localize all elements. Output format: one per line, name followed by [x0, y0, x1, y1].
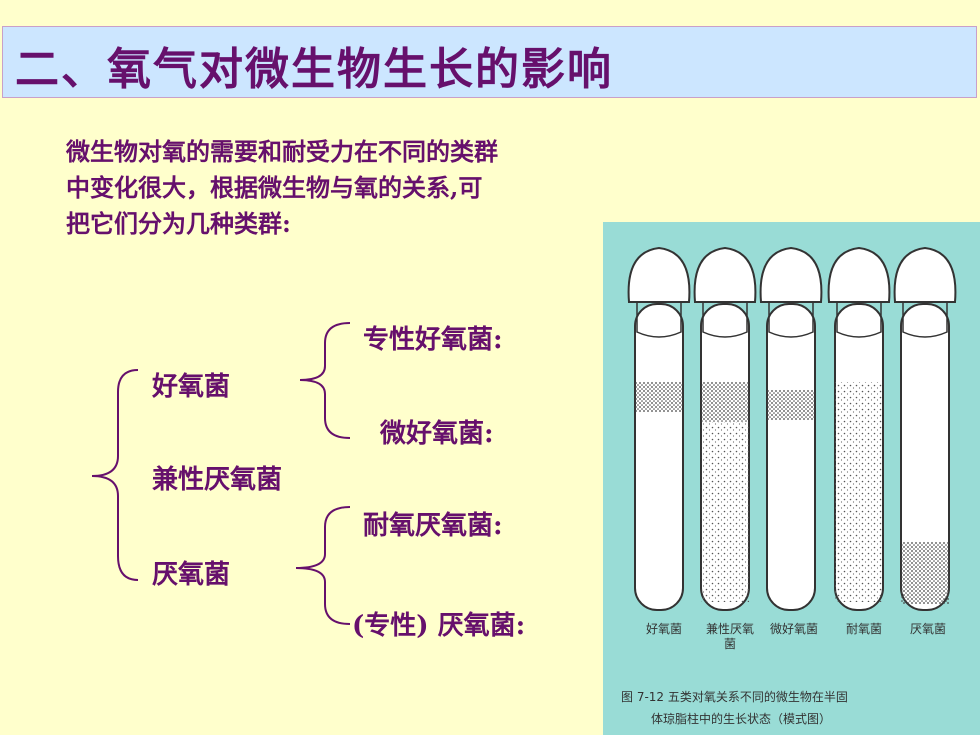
- caption-line-2: 体琼脂柱中的生长状态（模式图）: [651, 712, 832, 726]
- tube-labels: 好氧菌 兼性厌氧菌 微好氧菌 耐氧菌 厌氧菌: [633, 622, 978, 662]
- anaerobe-brace: [295, 506, 351, 625]
- label-aerotolerant-anaerobe: 耐氧厌氧菌:: [363, 511, 503, 541]
- intro-paragraph: 微生物对氧的需要和耐受力在不同的类群 中变化很大，根据微生物与氧的关系,可 把它…: [66, 134, 666, 242]
- test-tubes-illustration: [627, 246, 957, 611]
- tube-4: [827, 246, 891, 611]
- intro-line-2: 中变化很大，根据微生物与氧的关系,可: [66, 173, 483, 202]
- title-bar: 二、氧气对微生物生长的影响: [2, 26, 977, 98]
- label-strict-aerobe: 专性好氧菌:: [363, 325, 503, 355]
- tube-5: [893, 246, 957, 611]
- main-brace: [91, 369, 139, 581]
- tube-label-4: 耐氧菌: [845, 622, 882, 636]
- tube-1: [627, 246, 691, 611]
- caption-line-1: 图 7-12 五类对氧关系不同的微生物在半固: [621, 690, 848, 704]
- intro-line-1: 微生物对氧的需要和耐受力在不同的类群: [66, 137, 498, 166]
- label-aerobe: 好氧菌: [152, 372, 231, 402]
- tube-label-5: 厌氧菌: [909, 622, 946, 636]
- aerobe-brace: [299, 322, 351, 439]
- tube-label-2: 兼性厌氧菌: [705, 622, 754, 651]
- tube-label-3: 微好氧菌: [769, 622, 818, 636]
- label-facultative-anaerobe: 兼性厌氧菌: [152, 465, 283, 495]
- slide-title: 二、氧气对微生物生长的影响: [15, 44, 613, 95]
- tube-2: [693, 246, 757, 611]
- figure-caption: 图 7-12 五类对氧关系不同的微生物在半固 体琼脂柱中的生长状态（模式图）: [621, 686, 971, 730]
- test-tube-figure: 好氧菌 兼性厌氧菌 微好氧菌 耐氧菌 厌氧菌 图 7-12 五类对氧关系不同的微…: [603, 222, 980, 735]
- label-anaerobe: 厌氧菌: [152, 560, 231, 590]
- intro-line-3: 把它们分为几种类群:: [66, 209, 291, 238]
- label-strict-anaerobe: (专性) 厌氧菌:: [352, 611, 526, 641]
- tube-label-1: 好氧菌: [645, 622, 682, 636]
- label-microaerophile: 微好氧菌:: [380, 419, 494, 449]
- tube-3: [759, 246, 823, 611]
